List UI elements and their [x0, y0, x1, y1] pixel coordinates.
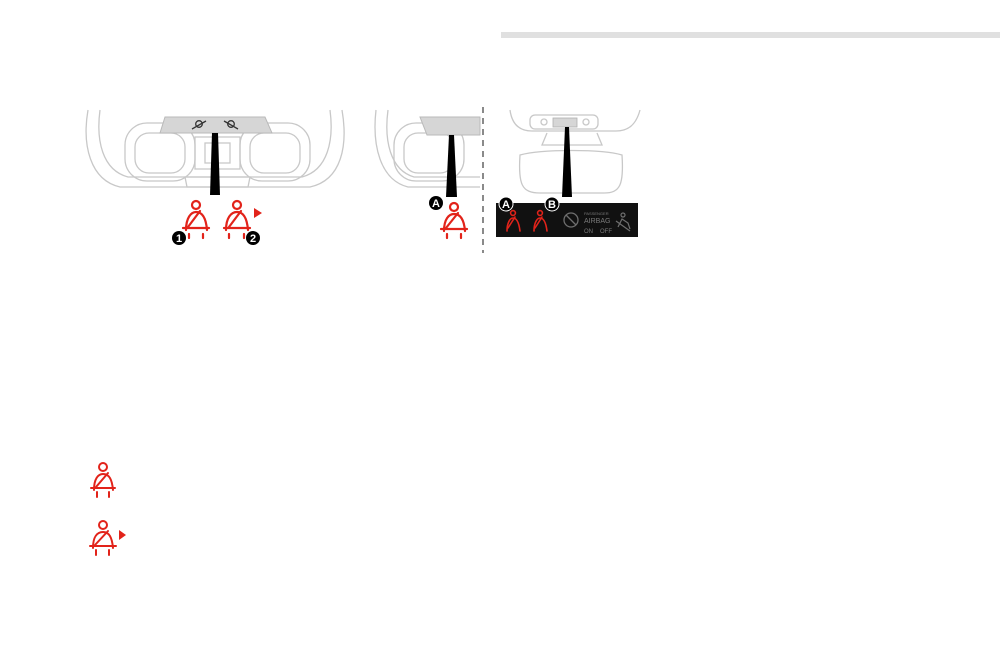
legend-seatbelt-warning-icon: [90, 462, 116, 498]
legend-seatbelt-warning-arrow-icon: [89, 520, 126, 556]
svg-text:A: A: [502, 199, 510, 211]
child-seat-icon: [615, 212, 631, 232]
hood-lamp-icons: [191, 120, 239, 130]
pointer-a: [446, 135, 457, 197]
header-rule: [501, 32, 1000, 38]
roof-console-figure: A PASSENGER AIRBAG ON OFF A B: [374, 107, 641, 253]
instrument-cluster-figure: 1 2: [85, 109, 345, 245]
svg-text:2: 2: [250, 233, 256, 245]
seatbelt-warning-icon: [181, 199, 211, 240]
svg-text:1: 1: [176, 233, 182, 245]
seatbelt-warning-arrow-icon: [222, 199, 262, 240]
svg-text:AIRBAG: AIRBAG: [584, 218, 610, 225]
seatbelt-warning-icon-a: [439, 201, 469, 240]
svg-text:PASSENGER: PASSENGER: [584, 211, 609, 216]
callout-1: 1: [172, 231, 186, 245]
pointer-b: [562, 127, 572, 197]
roof-light-lens: [552, 117, 578, 128]
panel-seatbelt-icon-a: [506, 209, 521, 232]
airbag-off-icon: [563, 212, 579, 228]
cluster-hood: [159, 116, 273, 134]
callout-2: 2: [246, 231, 260, 245]
svg-text:OFF: OFF: [600, 229, 612, 235]
svg-text:ON: ON: [584, 229, 593, 235]
pointer: [210, 133, 220, 195]
roof-console-outline: [509, 109, 641, 194]
callout-a-panel: A: [498, 196, 514, 212]
svg-text:B: B: [548, 199, 556, 211]
callout-a-left: A: [429, 196, 443, 210]
svg-text:A: A: [432, 198, 440, 210]
partial-hood: [419, 116, 481, 136]
panel-seatbelt-icon-b: [533, 209, 548, 232]
callout-b-panel: B: [544, 196, 560, 212]
